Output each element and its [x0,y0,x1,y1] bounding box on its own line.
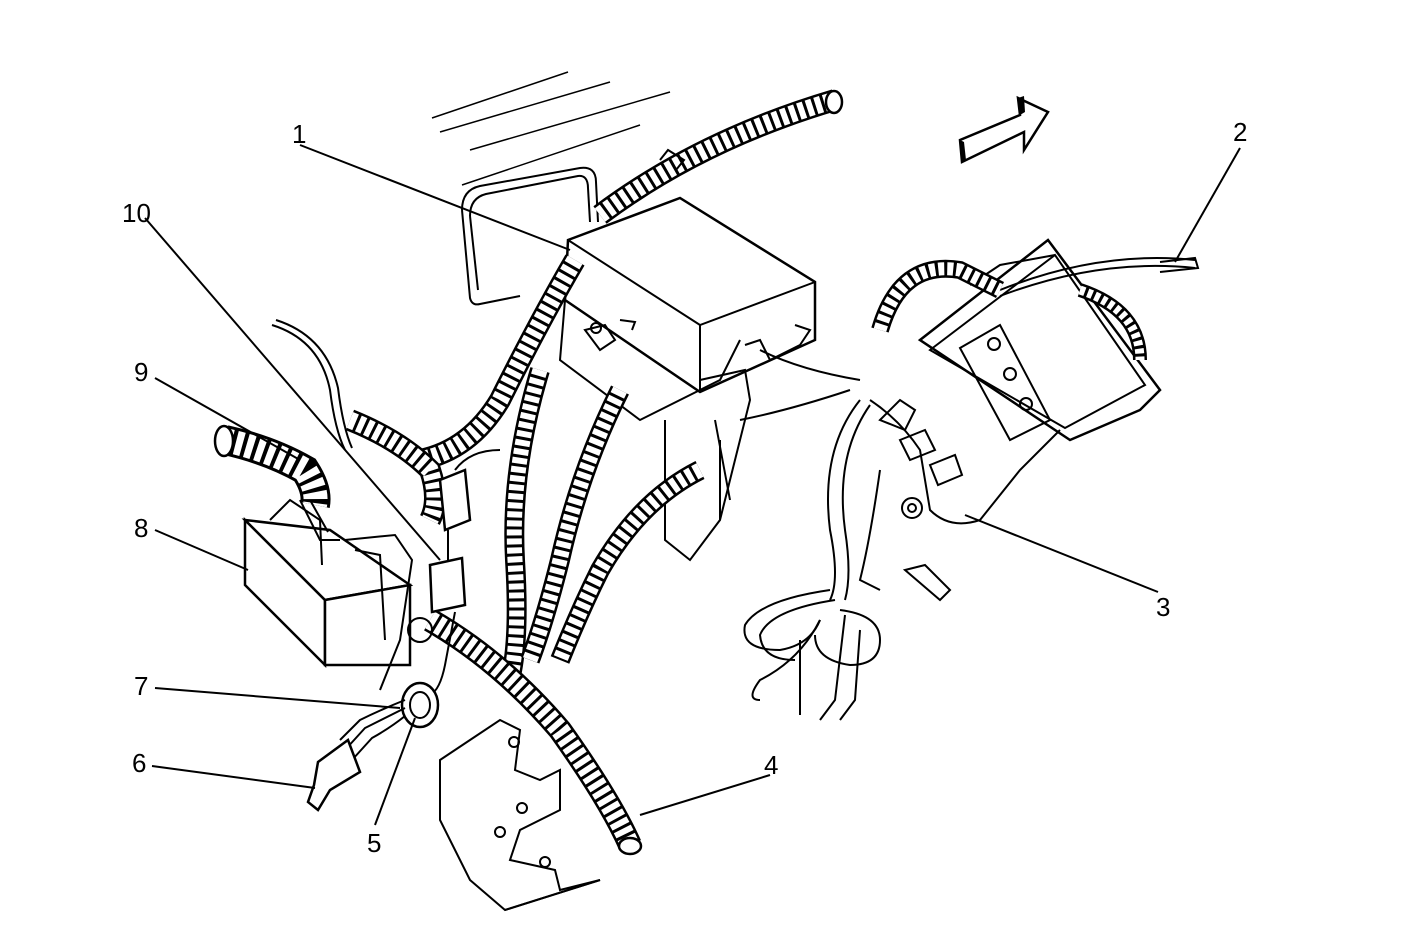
relay-box [558,196,817,562]
callout-6: 6 [132,748,147,778]
background-panel [431,71,671,306]
callout-4: 4 [764,750,779,780]
left-module [241,498,414,691]
leader-line-3 [964,514,1159,593]
callout-7: 7 [134,671,149,701]
callout-5: 5 [367,828,382,858]
leader-line-7 [154,687,401,709]
callout-3: 3 [1156,592,1171,622]
leader-line-10 [144,217,441,561]
callout-8: 8 [134,513,149,543]
leader-line-1 [299,144,571,251]
leader-line-6 [151,765,316,789]
callout-1: 1 [292,119,307,149]
callout-2: 2 [1233,117,1248,147]
leader-line-9 [154,377,301,461]
conduit-stub [213,424,340,541]
control-module [869,238,1200,525]
direction-arrow-icon [958,95,1050,164]
leader-line-8 [154,529,249,571]
leader-line-5 [374,717,416,826]
callout-9: 9 [134,357,149,387]
leader-lines [144,144,1241,826]
corrugated-conduit-top [593,89,844,224]
mounting-bracket [439,718,601,912]
corrugated-conduit-center [500,367,705,683]
connectors [306,449,501,812]
callout-10: 10 [122,198,151,228]
loose-wire [271,319,353,451]
module-wires [739,349,952,721]
lower-conduit [424,609,643,856]
leader-line-4 [639,774,771,816]
corrugated-conduit-left [345,254,585,525]
leader-line-2 [1174,147,1241,263]
